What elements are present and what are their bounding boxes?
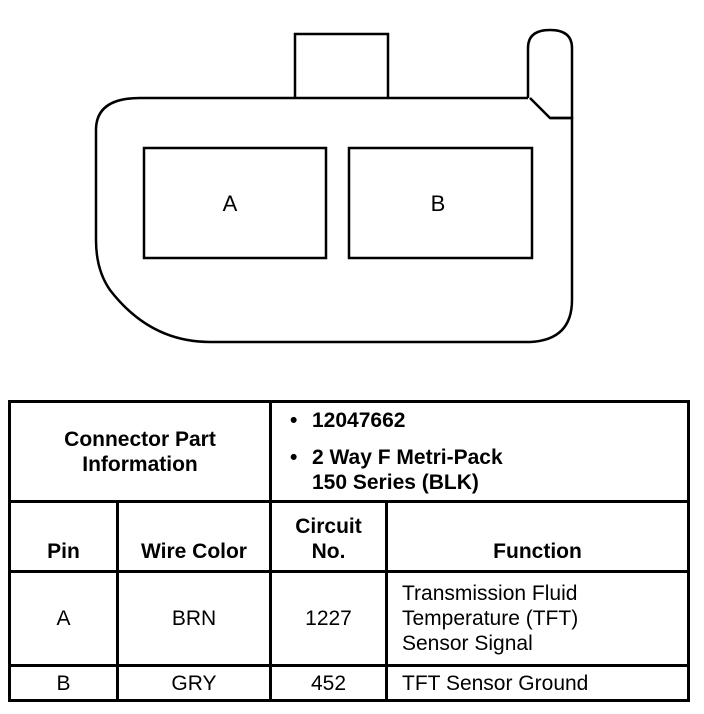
part-number: 12047662 (312, 409, 406, 432)
cavity-a-label: A (223, 191, 238, 216)
table-row: A BRN 1227 Transmission Fluid Temperatur… (8, 570, 690, 667)
bullet-icon: • (290, 446, 298, 469)
header-circuit-line2: No. (311, 540, 346, 563)
connector-body-outline (94, 96, 574, 344)
connector-lock-arm (526, 28, 574, 120)
connector-face-diagram: A B (94, 28, 574, 344)
cavity-a-outline (142, 146, 328, 260)
function-line3: Sensor Signal (402, 632, 533, 655)
connector-pinout-table: Connector Part Information • 12047662 • … (8, 400, 690, 702)
bullet-icon: • (290, 409, 298, 432)
wire-color-cell: BRN (116, 570, 272, 667)
part-number-item: • 12047662 (290, 408, 687, 433)
pin-cell: A (8, 570, 119, 667)
pin-cell: B (8, 664, 119, 702)
part-description-item: • 2 Way F Metri-Pack (290, 445, 687, 470)
part-description-line1: 2 Way F Metri-Pack (312, 446, 503, 469)
function-line1: Transmission Fluid (402, 582, 578, 605)
wire-color-cell: GRY (116, 664, 272, 702)
circuit-cell: 452 (269, 664, 388, 702)
header-function: Function (385, 500, 690, 573)
function-line2: Temperature (TFT) (402, 607, 579, 630)
column-header-row: Pin Wire Color Circuit No. Function (8, 500, 690, 573)
part-info-label-line2: Information (82, 452, 198, 476)
function-cell: TFT Sensor Ground (385, 664, 690, 702)
cavity-b-label: B (431, 191, 446, 216)
part-info-label-line1: Connector Part (64, 427, 216, 451)
header-circuit-no: Circuit No. (269, 500, 388, 573)
header-wire-color: Wire Color (116, 500, 272, 573)
header-pin: Pin (8, 500, 119, 573)
function-cell: Transmission Fluid Temperature (TFT) Sen… (385, 570, 690, 667)
connector-latch-tab (293, 32, 390, 98)
cavity-b-outline (347, 146, 534, 260)
part-info-value-cell: • 12047662 • 2 Way F Metri-Pack 150 Seri… (269, 400, 690, 503)
part-info-label-cell: Connector Part Information (8, 400, 272, 503)
header-circuit-line1: Circuit (295, 515, 362, 538)
table-row: B GRY 452 TFT Sensor Ground (8, 664, 690, 702)
circuit-cell: 1227 (269, 570, 388, 667)
part-description-line2: 150 Series (BLK) (312, 471, 479, 494)
